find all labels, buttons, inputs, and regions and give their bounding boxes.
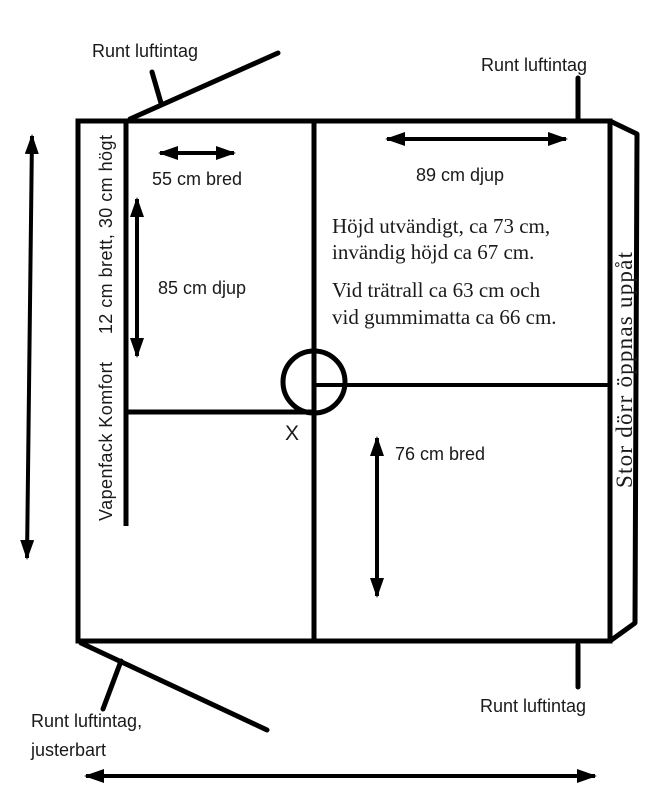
height-notes: Höjd utvändigt, ca 73 cm, invändig höjd … — [332, 214, 557, 329]
arrow-height-overall — [20, 134, 39, 560]
air-intake-label-top-left: Runt luftintag — [92, 41, 198, 61]
dimension-label-76-bred: 76 cm bred — [395, 444, 485, 464]
leader-tick-bottom-left — [100, 658, 124, 712]
height-note-line-2: invändig höjd ca 67 cm. — [332, 240, 534, 264]
height-note-line-4: vid gummimatta ca 66 cm. — [332, 305, 557, 329]
air-intake-label-bottom-left-line1: Runt luftintag, — [31, 711, 142, 731]
pivot-x-marker: X — [285, 422, 299, 445]
dimension-label-89-djup: 89 cm djup — [416, 165, 504, 185]
leader-diagonal-bottom-left — [78, 640, 270, 733]
pivot-circle — [280, 348, 348, 416]
leader-tick-top-left — [149, 69, 164, 106]
dimension-label-55-bred: 55 cm bred — [152, 169, 242, 189]
dimension-label-85-djup: 85 cm djup — [158, 278, 246, 298]
height-note-line-1: Höjd utvändigt, ca 73 cm, — [332, 214, 550, 238]
cabinet-outline — [75, 118, 613, 644]
air-intake-label-top-right: Runt luftintag — [481, 55, 587, 75]
height-note-line-3: Vid trätrall ca 63 cm och — [332, 278, 541, 302]
weapon-compartment-label: Vapenfack Komfort 12 cm brett, 30 cm hög… — [96, 135, 116, 521]
door-label: Stor dörr öppnas uppåt — [612, 251, 637, 488]
air-intake-label-bottom-right: Runt luftintag — [480, 696, 586, 716]
leader-diagonal-top-left — [127, 50, 281, 122]
air-intake-label-bottom-left-line2: justerbart — [30, 740, 106, 760]
door-panel-edge — [608, 118, 640, 644]
